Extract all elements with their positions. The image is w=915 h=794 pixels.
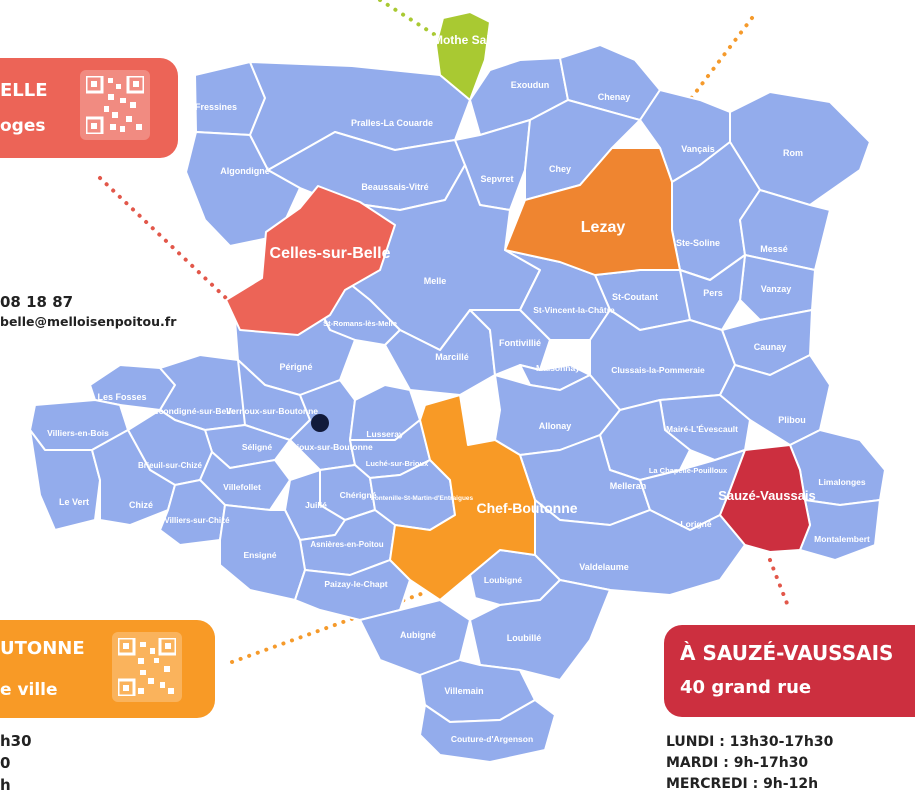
- map-label: Melle: [424, 276, 447, 286]
- map-label: Montalembert: [814, 534, 870, 544]
- connector-mothe: [378, 0, 442, 40]
- info-card-sauze-vaussais: À SAUZÉ-VAUSSAIS 40 grand rue: [664, 625, 915, 717]
- commune-aubigne: [359, 599, 471, 676]
- map-label: Pralles-La Couarde: [351, 118, 433, 128]
- map-label: Algondigné: [220, 166, 270, 176]
- map-label: Ste-Soline: [676, 238, 720, 248]
- map-label: Chérigné: [340, 490, 377, 500]
- qr-code-icon[interactable]: [80, 70, 150, 140]
- map-label-highlight: Celles-sur-Belle: [270, 245, 391, 262]
- contact-phone: 08 18 87: [0, 293, 74, 311]
- map-label: Loubigné: [484, 575, 523, 585]
- commune-chef-boutonne: [389, 394, 536, 601]
- map-label-highlight: Chef-Boutonne: [476, 500, 577, 516]
- location-marker: [311, 414, 329, 432]
- commune-la-mothe-saint-heray: [435, 11, 491, 101]
- map-label: Maisonnay: [536, 363, 580, 373]
- map-label: Vançais: [681, 144, 715, 154]
- map-label: Exoudun: [511, 80, 550, 90]
- map-label: Loubillé: [507, 633, 542, 643]
- hours-line: h30: [0, 732, 32, 750]
- hours-line: h: [0, 776, 11, 794]
- map-label: Fressines: [195, 102, 237, 112]
- hours-line: MERCREDI : 9h-12h: [666, 776, 819, 792]
- commune-couture-dargenson: [419, 699, 556, 763]
- info-card-celles-sur-belle: ELLE oges: [0, 58, 178, 158]
- map-label: Villemain: [444, 686, 483, 696]
- map-label: La Chapelle-Pouilloux: [649, 466, 728, 475]
- map-label: Clussais-la-Pommeraie: [611, 365, 705, 375]
- map-label: Aubigné: [400, 630, 436, 640]
- map-label: Pers: [703, 288, 723, 298]
- map-label: Secondigné-sur-Belle: [148, 406, 236, 416]
- connector-sauze: [768, 558, 790, 608]
- card-subtitle: e ville: [0, 680, 58, 700]
- card-subtitle: oges: [0, 116, 46, 136]
- map-label: Valdelaume: [579, 562, 629, 572]
- map-label: Villiers-en-Bois: [47, 428, 109, 438]
- map-label: Villefollet: [223, 482, 261, 492]
- map-label: Ensigné: [243, 550, 276, 560]
- map-label: Séligné: [242, 442, 273, 452]
- map-label: Le Vert: [59, 497, 89, 507]
- connector-lezay: [653, 16, 754, 148]
- hours-line: LUNDI : 13h30-17h30: [666, 734, 834, 750]
- map-label: Allonay: [539, 421, 572, 431]
- card-title: ELLE: [0, 80, 48, 101]
- map-label: Juillé: [305, 500, 327, 510]
- map-label: Lusseray: [366, 429, 404, 439]
- map-label: Lorigné: [680, 519, 711, 529]
- map-label: Beaussais-Vitré: [361, 182, 428, 192]
- card-subtitle: 40 grand rue: [680, 677, 812, 698]
- map-label: Messé: [760, 244, 788, 254]
- map-label: Brieuil-sur-Chizé: [138, 461, 203, 470]
- map-label: Marcillé: [435, 352, 469, 362]
- map-label: Vanzay: [761, 284, 792, 294]
- map-label: Mairé-L'Évescault: [666, 424, 738, 434]
- connector-chef: [230, 588, 434, 664]
- map-label: Chizé: [129, 500, 153, 510]
- contact-email[interactable]: belle@melloisenpoitou.fr: [0, 314, 177, 329]
- map-label: Melleran: [610, 481, 647, 491]
- map-label: Vernoux-sur-Boutonne: [226, 406, 318, 416]
- qr-code-icon[interactable]: [112, 632, 182, 702]
- commune-sauze-vaussais: [719, 444, 811, 553]
- map-label-highlight: Lezay: [581, 219, 626, 236]
- map-label: Fontenille-St-Martin-d'Entraigues: [371, 495, 474, 502]
- commune-montalembert: [799, 499, 881, 561]
- map-label: Couture-d'Argenson: [451, 734, 533, 744]
- map-label: Asnières-en-Poitou: [310, 540, 383, 549]
- card-title: À SAUZÉ-VAUSSAIS: [680, 641, 894, 665]
- map-label: St-Vincent-la-Châtre: [533, 305, 615, 315]
- map-label: Plibou: [778, 415, 806, 425]
- map-label: Villiers-sur-Chizé: [164, 516, 230, 525]
- map-label: Caunay: [754, 342, 787, 352]
- map-label: Fontivillié: [499, 338, 541, 348]
- card-title: UTONNE: [0, 638, 85, 659]
- map-label: Sepvret: [480, 174, 513, 184]
- map-label: St-Romans-lès-Melle: [323, 319, 397, 328]
- info-card-chef-boutonne: UTONNE e ville: [0, 620, 215, 718]
- commune-le-vert: [29, 429, 101, 531]
- map-label: Les Fosses: [97, 392, 146, 402]
- map-label: Brioux-sur-Boutonne: [287, 442, 373, 452]
- map-label: Chenay: [598, 92, 631, 102]
- hours-line: 0: [0, 754, 11, 772]
- hours-line: MARDI : 9h-17h30: [666, 755, 809, 771]
- map-label: Périgné: [279, 362, 312, 372]
- map-label: Limalonges: [818, 477, 866, 487]
- map-label: St-Coutant: [612, 292, 658, 302]
- connector-celles: [98, 176, 230, 302]
- commune-celles-sur-belle: [225, 185, 396, 336]
- map-label: Chey: [549, 164, 571, 174]
- map-label-highlight: Sauzé-Vaussais: [718, 488, 816, 503]
- map-label-highlight: La Mothe Saint-Héray: [416, 33, 539, 47]
- commune-lezay: [504, 147, 681, 276]
- map-label: Rom: [783, 148, 803, 158]
- map-label: Paizay-le-Chapt: [324, 579, 387, 589]
- map-label: Luché-sur-Brioux: [366, 459, 429, 468]
